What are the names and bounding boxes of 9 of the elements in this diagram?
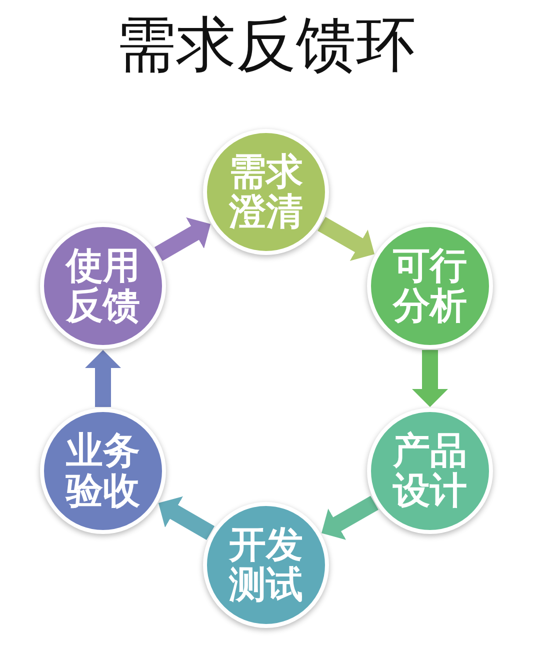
node-label: 开发测试 bbox=[228, 525, 304, 605]
node-label: 业务验收 bbox=[65, 431, 141, 511]
node-label: 产品设计 bbox=[392, 431, 468, 511]
arrow bbox=[85, 350, 121, 407]
diagram-title: 需求反馈环 bbox=[116, 12, 416, 78]
arrow bbox=[412, 350, 448, 407]
node-label: 需求澄清 bbox=[228, 152, 304, 232]
node-label: 可行分析 bbox=[392, 246, 468, 326]
node-label: 使用反馈 bbox=[65, 246, 141, 326]
